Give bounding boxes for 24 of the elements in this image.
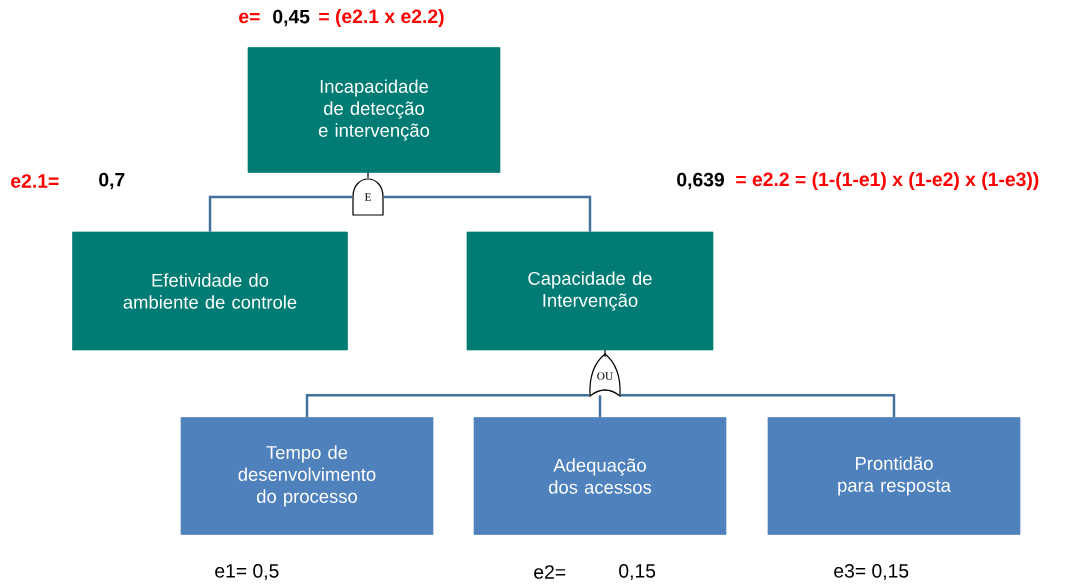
formula-label: e2= xyxy=(534,565,566,579)
formula-label: e1= 0,5 xyxy=(215,564,279,580)
fault-event-box: Incapacidade de detecção e intervenção xyxy=(247,47,501,173)
formula-label: 0,15 xyxy=(619,564,656,580)
connector-line xyxy=(604,349,606,358)
fault-event-box: Efetividade do ambiente de controle xyxy=(72,231,348,351)
formula-label: e3= 0,15 xyxy=(834,564,909,580)
formula-label: e2.1= xyxy=(11,174,59,188)
connector-line xyxy=(367,172,369,179)
fault-event-box: Prontidão para resposta xyxy=(767,417,1021,535)
connector-line xyxy=(305,394,590,418)
formula-label: = (e2.1 x e2.2) xyxy=(319,9,444,27)
connector-line xyxy=(598,395,602,418)
formula-label: 0,639 xyxy=(677,172,724,190)
formula-label: e= xyxy=(239,12,260,24)
formula-label: 0,7 xyxy=(99,172,125,190)
connector-line xyxy=(620,394,896,418)
fault-event-box: Capacidade de Intervenção xyxy=(466,231,714,351)
fault-event-box: Tempo de desenvolvimento do processo xyxy=(180,417,434,535)
connector-line xyxy=(208,195,353,232)
formula-label: 0,45 xyxy=(273,9,310,27)
fault-event-box: Adequação dos acessos xyxy=(473,417,727,535)
connector-line xyxy=(383,195,592,232)
formula-label: = e2.2 = (1-(1-e1) x (1-e2) x (1-e3)) xyxy=(736,172,1039,190)
